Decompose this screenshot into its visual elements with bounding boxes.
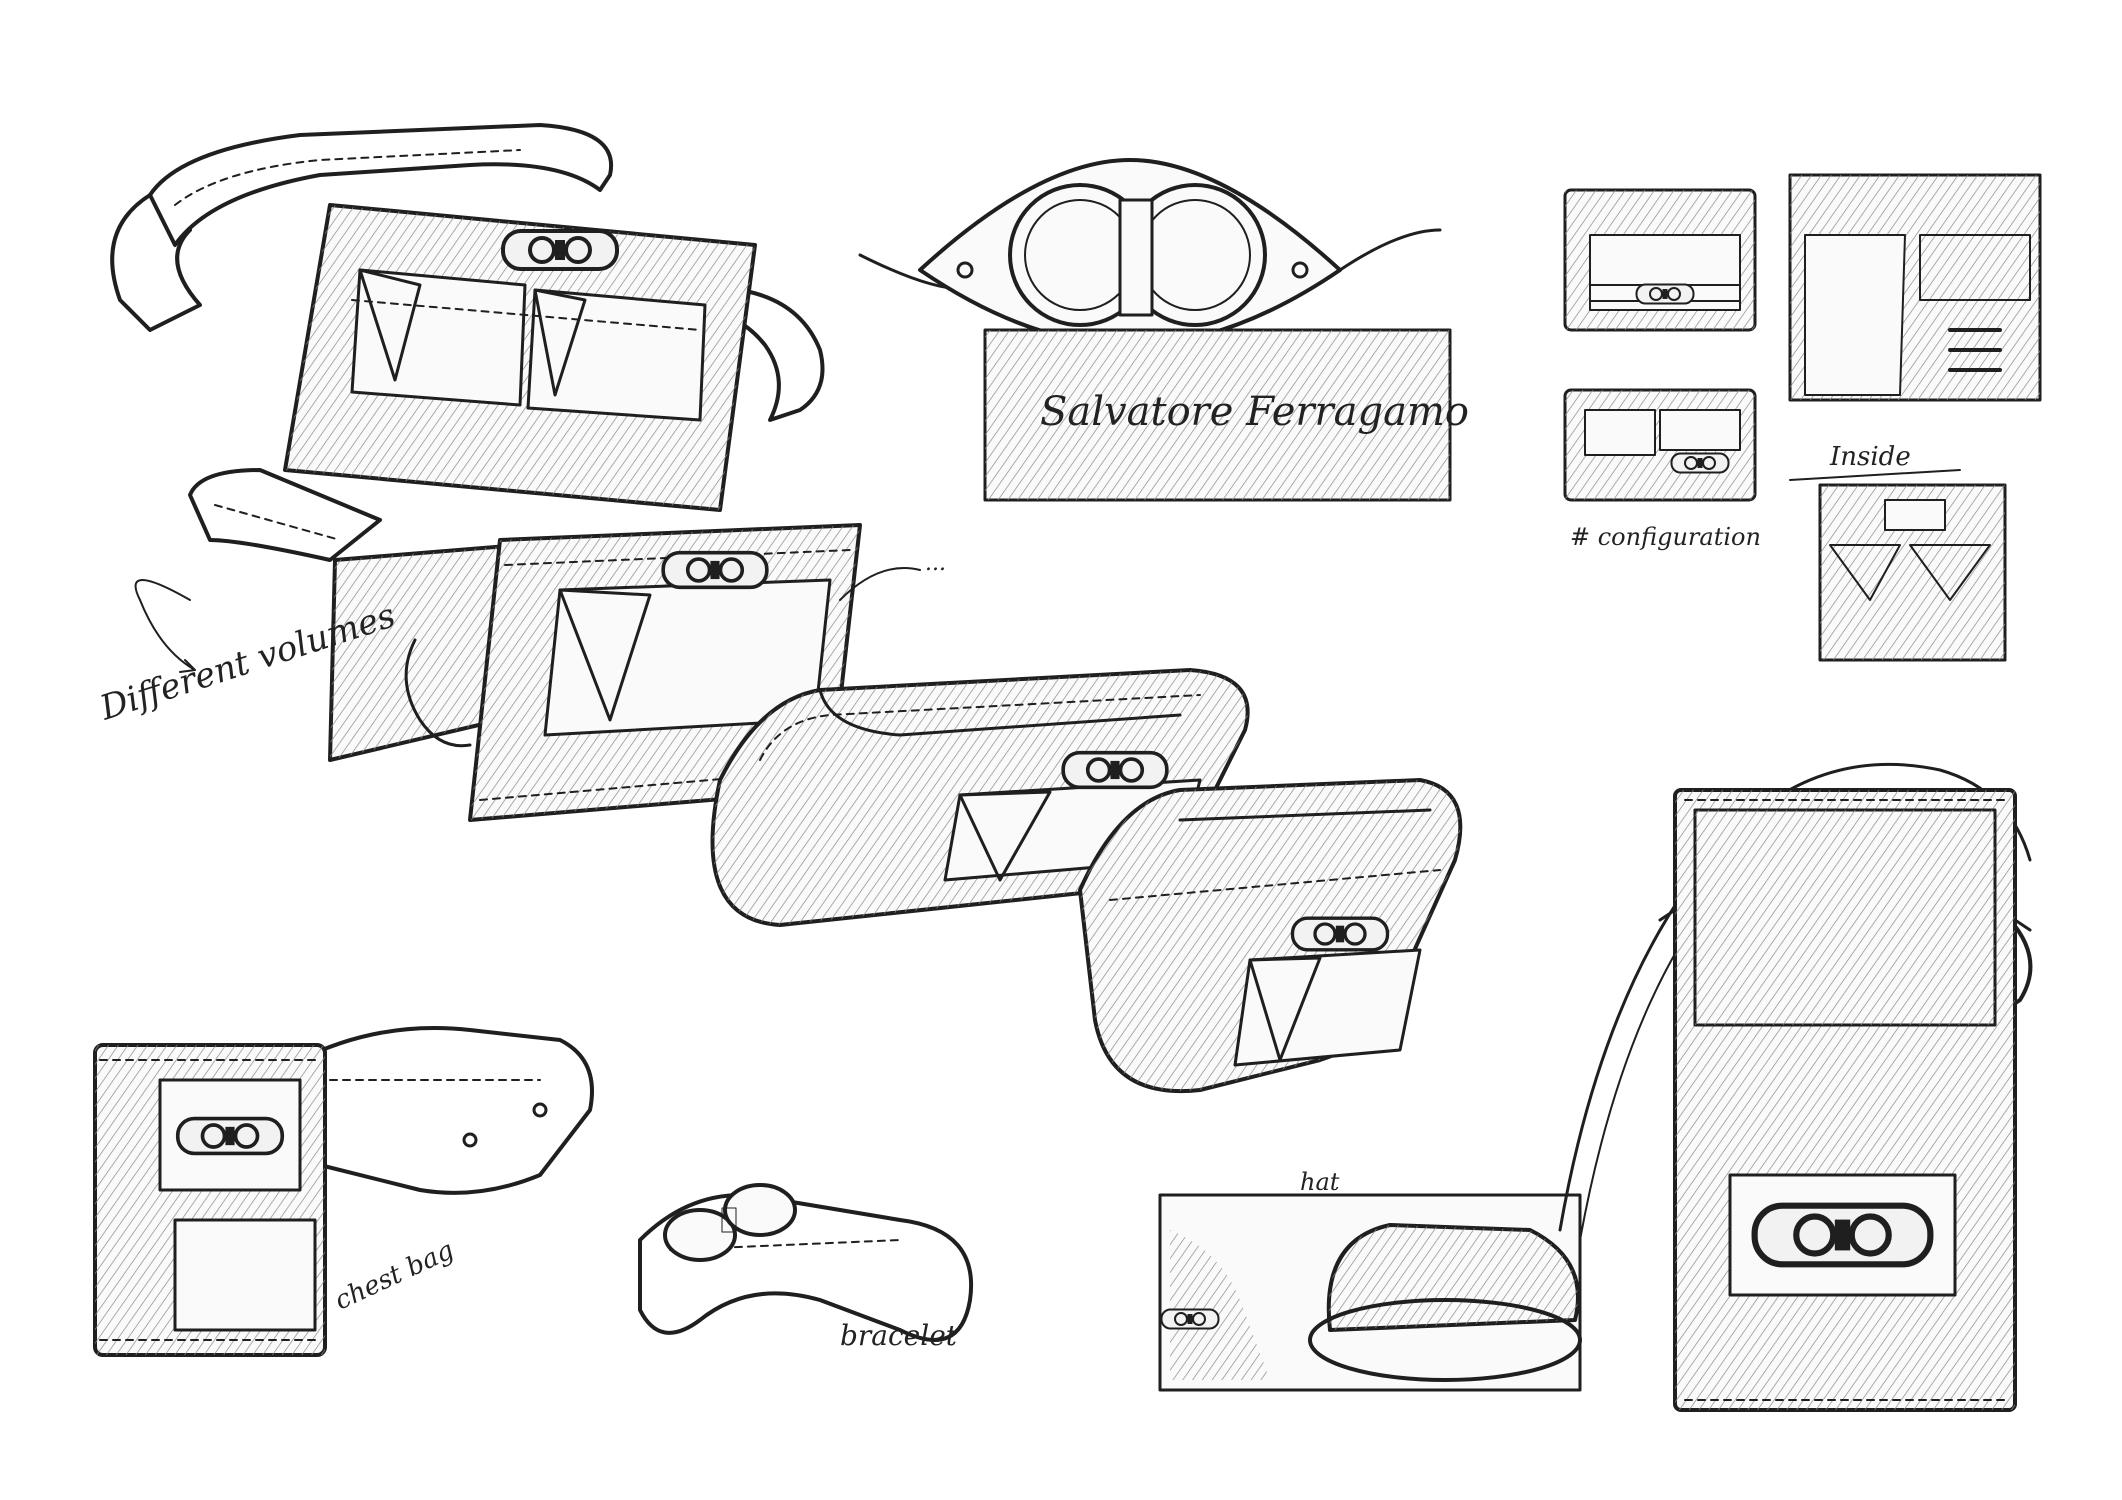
gancini-buckle-icon — [1670, 452, 1730, 474]
gancini-buckle-icon — [1290, 916, 1390, 952]
gancini-buckle-icon — [1160, 1308, 1220, 1330]
crossbody-bag-sketch — [1558, 762, 2033, 1412]
gancini-buckle-icon — [661, 550, 769, 590]
configuration-note: # configuration — [1570, 523, 1761, 551]
gancini-buckle-icon — [1755, 1206, 1931, 1265]
hat-note: hat — [1300, 1168, 1340, 1196]
buckle-detail-sketch: Salvatore Ferragamo — [858, 158, 1469, 502]
chest-bag-sketch: chest bag — [93, 1026, 594, 1357]
chest-bag-note: chest bag — [330, 1235, 458, 1316]
gancini-buckle-icon — [501, 229, 619, 271]
belt-bag-bottom — [1078, 778, 1463, 1094]
configuration-sketches: # configuration Inside — [1563, 173, 2042, 662]
belt-bag-top — [110, 123, 825, 512]
hat-sketch: hat — [1158, 1168, 1582, 1392]
top-annotation-note: ... — [925, 551, 946, 576]
bracelet-sketch: bracelet — [638, 1183, 974, 1352]
gancini-buckle-icon — [175, 1116, 285, 1156]
ferragamo-logo-text: Salvatore Ferragamo — [1040, 389, 1469, 435]
gancini-buckle-icon — [1635, 283, 1695, 305]
gancini-buckle-icon — [1061, 750, 1169, 790]
bracelet-note: bracelet — [840, 1319, 958, 1352]
top-annotation: ... — [839, 551, 946, 601]
inside-note: Inside — [1829, 442, 1911, 472]
